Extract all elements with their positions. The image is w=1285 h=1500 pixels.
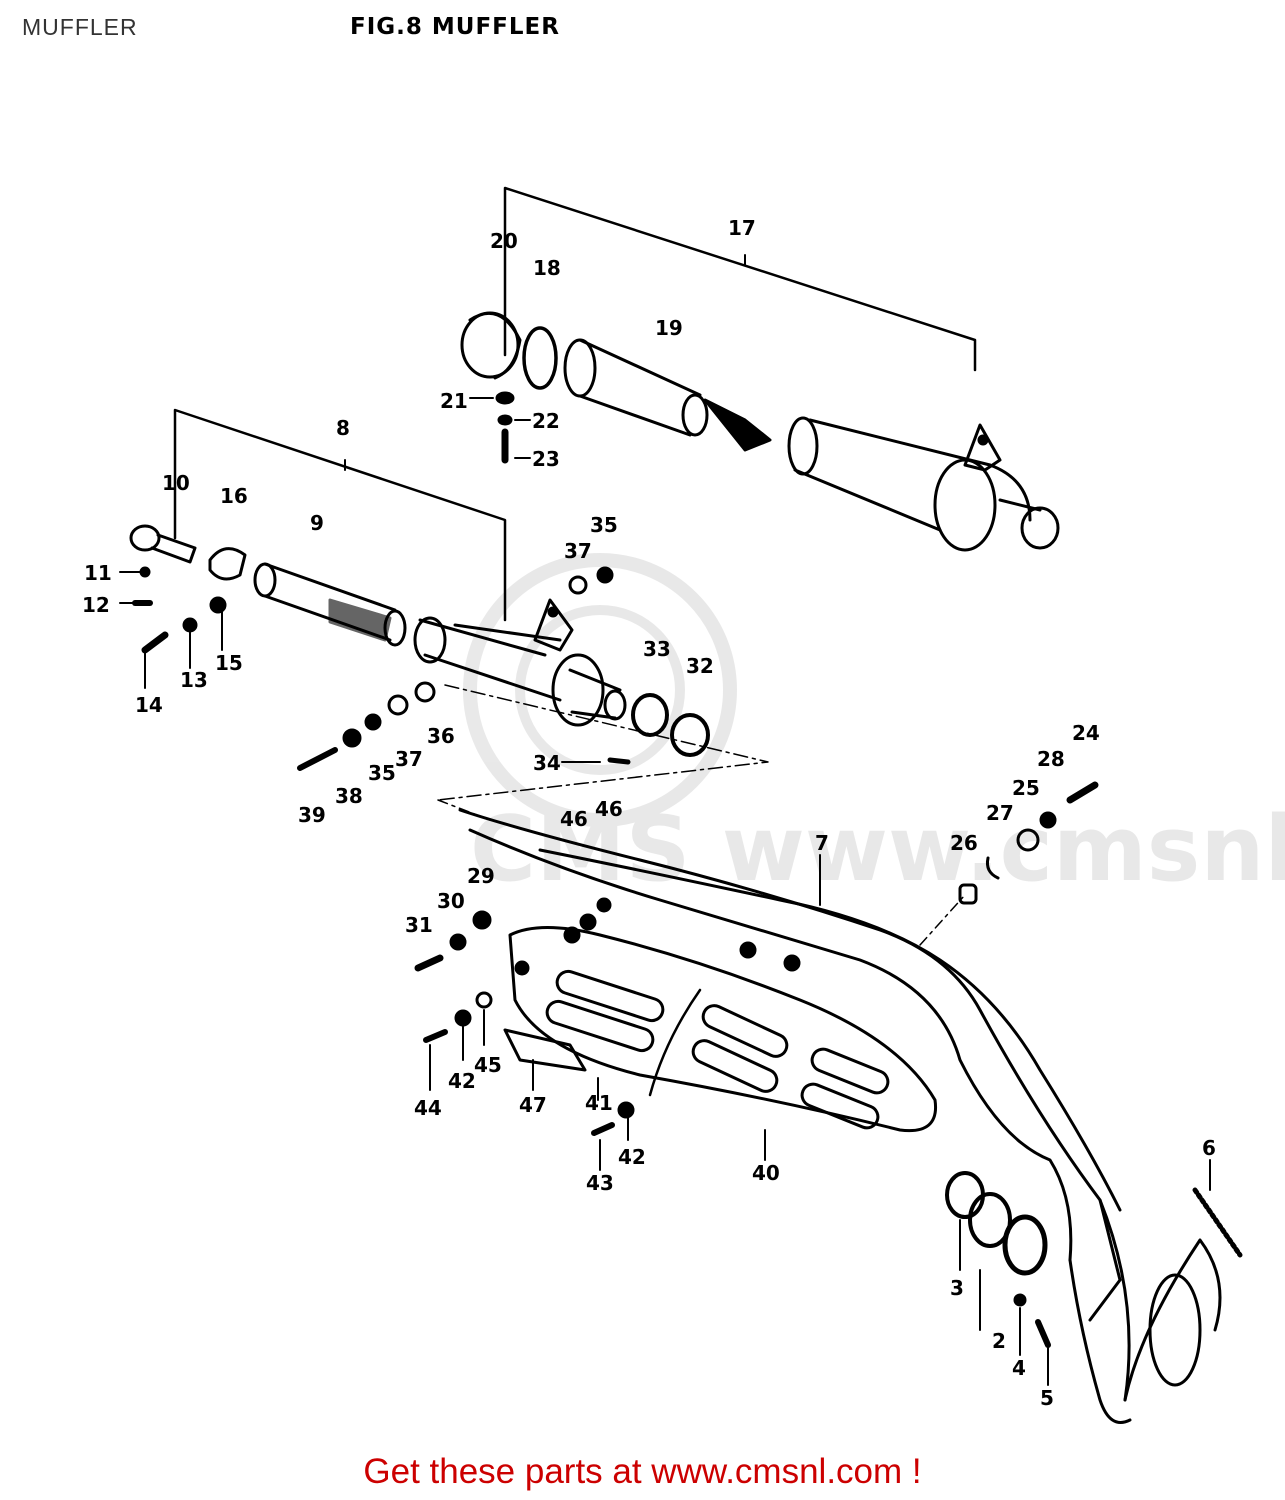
callout-13: 13 (180, 668, 208, 692)
callout-38: 38 (335, 784, 363, 808)
callout-3: 3 (950, 1276, 964, 1300)
callout-42-right: 42 (618, 1145, 646, 1169)
callout-2: 2 (992, 1329, 1006, 1353)
callout-16: 16 (220, 484, 248, 508)
callout-6: 6 (1202, 1136, 1216, 1160)
figure-title: FIG.8 MUFFLER (350, 14, 560, 40)
callout-46-left: 46 (560, 807, 588, 831)
callout-39: 39 (298, 803, 326, 827)
callout-45: 45 (474, 1053, 502, 1077)
callout-4: 4 (1012, 1356, 1026, 1380)
callout-46-right: 46 (595, 797, 623, 821)
callout-25: 25 (1012, 776, 1040, 800)
callout-27: 27 (986, 801, 1014, 825)
callout-26: 26 (950, 831, 978, 855)
callout-18: 18 (533, 256, 561, 280)
callout-35-upper: 35 (590, 513, 618, 537)
callout-22: 22 (532, 409, 560, 433)
callout-12: 12 (82, 593, 110, 617)
callout-8: 8 (336, 416, 350, 440)
footer-link[interactable]: Get these parts at www.cmsnl.com ! (363, 1452, 922, 1491)
part-callouts: 17 20 18 19 21 22 23 8 10 16 9 11 12 13 … (82, 216, 1216, 1410)
callout-7: 7 (815, 831, 829, 855)
page-label: MUFFLER (22, 14, 138, 40)
callout-21: 21 (440, 389, 468, 413)
silencer-assembly-8 (119, 408, 769, 801)
callout-23: 23 (532, 447, 560, 471)
watermark-text: CMS www.cmsnl.com (470, 797, 1285, 902)
silencer-assembly-17 (460, 186, 1060, 552)
callout-42-left: 42 (448, 1069, 476, 1093)
watermark: CMS www.cmsnl.com (463, 553, 1285, 902)
callout-35-lower: 35 (368, 761, 396, 785)
callout-41: 41 (585, 1091, 613, 1115)
callout-15: 15 (215, 651, 243, 675)
expansion-chamber-7 (414, 781, 1243, 1424)
callout-37-upper: 37 (564, 539, 592, 563)
callout-33: 33 (643, 637, 671, 661)
callout-34: 34 (533, 751, 561, 775)
callout-11: 11 (84, 561, 112, 585)
callout-36: 36 (427, 724, 455, 748)
callout-9: 9 (310, 511, 324, 535)
callout-24: 24 (1072, 721, 1100, 745)
callout-30: 30 (437, 889, 465, 913)
callout-5: 5 (1040, 1386, 1054, 1410)
callout-20: 20 (490, 229, 518, 253)
callout-44: 44 (414, 1096, 442, 1120)
callout-40: 40 (752, 1161, 780, 1185)
callout-19: 19 (655, 316, 683, 340)
callout-47: 47 (519, 1093, 547, 1117)
callout-32: 32 (686, 654, 714, 678)
callout-43: 43 (586, 1171, 614, 1195)
callout-17: 17 (728, 216, 756, 240)
callout-37-lower: 37 (395, 747, 423, 771)
callout-28: 28 (1037, 747, 1065, 771)
callout-14: 14 (135, 693, 163, 717)
callout-10: 10 (162, 471, 190, 495)
callout-31: 31 (405, 913, 433, 937)
callout-29: 29 (467, 864, 495, 888)
